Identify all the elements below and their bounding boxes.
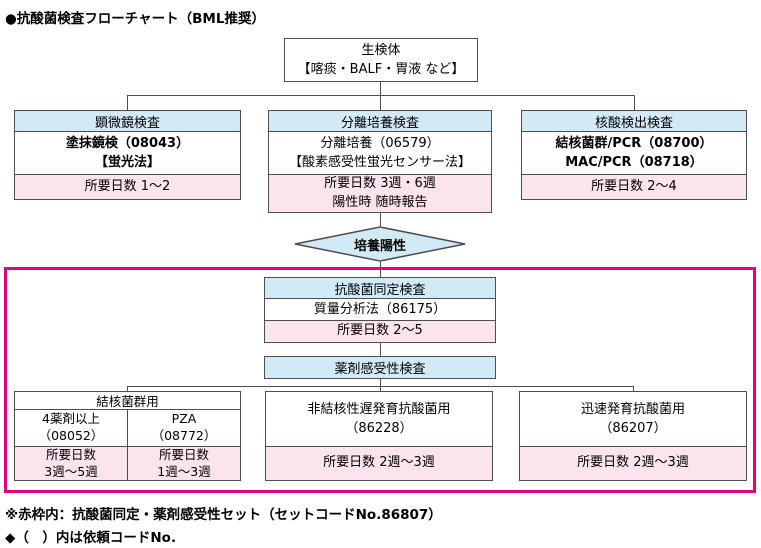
tb-group-body-row: 4薬剤以上 （08052） PZA （08772） [15, 410, 240, 446]
connector-line [633, 386, 634, 391]
nucleic-acid-body: 結核菌群/PCR（08700） MAC/PCR（08718） [522, 132, 746, 174]
susceptibility-header: 薬剤感受性検査 [264, 356, 496, 379]
rapid-growing-days: 所要日数 2週～3週 [520, 446, 746, 480]
connector-line [380, 82, 381, 95]
connector-line [380, 95, 381, 110]
culture-positive-label: 培養陽性 [353, 238, 406, 254]
connector-line [380, 213, 381, 226]
slow-growing-body-line2: （86228） [345, 421, 413, 436]
slow-growing-body: 非結核性遅発育抗酸菌用 （86228） [266, 392, 492, 446]
column-nucleic-acid: 核酸検出検査 結核菌群/PCR（08700） MAC/PCR（08718） 所要… [521, 110, 747, 200]
microscopy-body: 塗抹鏡検（08043） 【蛍光法】 [15, 132, 240, 174]
tb-right-body-line1: PZA [171, 411, 197, 427]
rapid-growing-body-line1: 迅速発育抗酸菌用 [580, 401, 685, 417]
identification-days: 所要日数 2～5 [265, 320, 495, 342]
connector-line [380, 379, 381, 386]
microscopy-days-line1: 所要日数 1～2 [84, 178, 171, 194]
nucleic-acid-days: 所要日数 2～4 [522, 174, 746, 199]
diamond-shape [294, 226, 466, 262]
identification-body: 質量分析法（86175） [313, 301, 447, 317]
culture-days-line1: 所要日数 3週・6週 [324, 176, 436, 192]
culture-body-line2: 【酸素感受性蛍光センサー法】 [288, 155, 471, 170]
nucleic-acid-days-line1: 所要日数 2～4 [591, 178, 677, 194]
tb-group-title: 結核菌群用 [15, 392, 240, 410]
slow-growing-body-line1: 非結核性遅発育抗酸菌用 [307, 401, 451, 417]
nucleic-acid-header: 核酸検出検査 [522, 111, 746, 132]
rapid-growing-box: 迅速発育抗酸菌用 （86207） 所要日数 2週～3週 [519, 391, 747, 481]
tb-right-body-line2: （08772） [151, 428, 217, 443]
tb-right-days-line1: 所要日数 [158, 446, 209, 462]
culture-header: 分離培養検査 [269, 111, 491, 132]
culture-days-line2: 陽性時 随時報告 [332, 194, 428, 210]
tb-group-left-days: 所要日数 3週～5週 [15, 447, 128, 480]
connector-line [380, 343, 381, 356]
slow-growing-days: 所要日数 2週～3週 [266, 446, 492, 480]
connector-line [127, 95, 635, 96]
tb-group-box: 結核菌群用 4薬剤以上 （08052） PZA （08772） 所要日数 3週～… [14, 391, 241, 481]
page-title: ●抗酸菌検査フローチャート（BML推奨） [5, 11, 265, 27]
specimen-line1: 生検体 [361, 42, 401, 58]
tb-group-right-body: PZA （08772） [128, 410, 240, 446]
nucleic-acid-body-line1: 結核菌群/PCR（08700） [555, 135, 713, 151]
tb-right-days-line2: 1週～3週 [157, 463, 211, 479]
tb-group-left-body: 4薬剤以上 （08052） [15, 410, 128, 446]
microscopy-header: 顕微鏡検査 [15, 111, 240, 132]
culture-days: 所要日数 3週・6週 陽性時 随時報告 [269, 174, 491, 212]
specimen-box: 生検体 【喀痰・BALF・胃液 など】 [284, 38, 478, 82]
connector-line [634, 95, 635, 110]
column-microscopy: 顕微鏡検査 塗抹鏡検（08043） 【蛍光法】 所要日数 1～2 [14, 110, 241, 200]
connector-line [380, 262, 381, 277]
tb-left-days-line1: 所要日数 [45, 446, 96, 462]
tb-group-days-row: 所要日数 3週～5週 所要日数 1週～3週 [15, 446, 240, 480]
connector-line [127, 95, 128, 110]
connector-line [127, 386, 128, 391]
tb-group-right-days: 所要日数 1週～3週 [128, 447, 240, 480]
rapid-growing-body-line2: （86207） [599, 421, 667, 436]
culture-body-line1: 分離培養（06579） [320, 135, 440, 151]
nucleic-acid-body-line2: MAC/PCR（08718） [565, 155, 703, 170]
microscopy-body-line2: 【蛍光法】 [94, 155, 160, 170]
connector-line [380, 386, 381, 391]
identification-header: 抗酸菌同定検査 [265, 278, 495, 299]
identification-box: 抗酸菌同定検査 質量分析法（86175） 所要日数 2～5 [264, 277, 496, 343]
note-set-code: ※赤枠内：抗酸菌同定・薬剤感受性セット（セットコードNo.86807） [5, 507, 442, 523]
microscopy-days: 所要日数 1～2 [15, 174, 240, 199]
microscopy-body-line1: 塗抹鏡検（08043） [65, 135, 190, 151]
column-culture: 分離培養検査 分離培養（06579） 【酸素感受性蛍光センサー法】 所要日数 3… [268, 110, 492, 213]
note-request-code: ◆（ ）内は依頼コードNo. [5, 530, 177, 546]
slow-growing-box: 非結核性遅発育抗酸菌用 （86228） 所要日数 2週～3週 [265, 391, 493, 481]
culture-body: 分離培養（06579） 【酸素感受性蛍光センサー法】 [269, 132, 491, 174]
tb-left-days-line2: 3週～5週 [44, 463, 98, 479]
rapid-growing-body: 迅速発育抗酸菌用 （86207） [520, 392, 746, 446]
tb-left-body-line2: （08052） [38, 428, 104, 443]
tb-left-body-line1: 4薬剤以上 [42, 411, 100, 427]
specimen-line2: 【喀痰・BALF・胃液 など】 [297, 62, 465, 77]
culture-positive-diamond: 培養陽性 [293, 226, 467, 262]
